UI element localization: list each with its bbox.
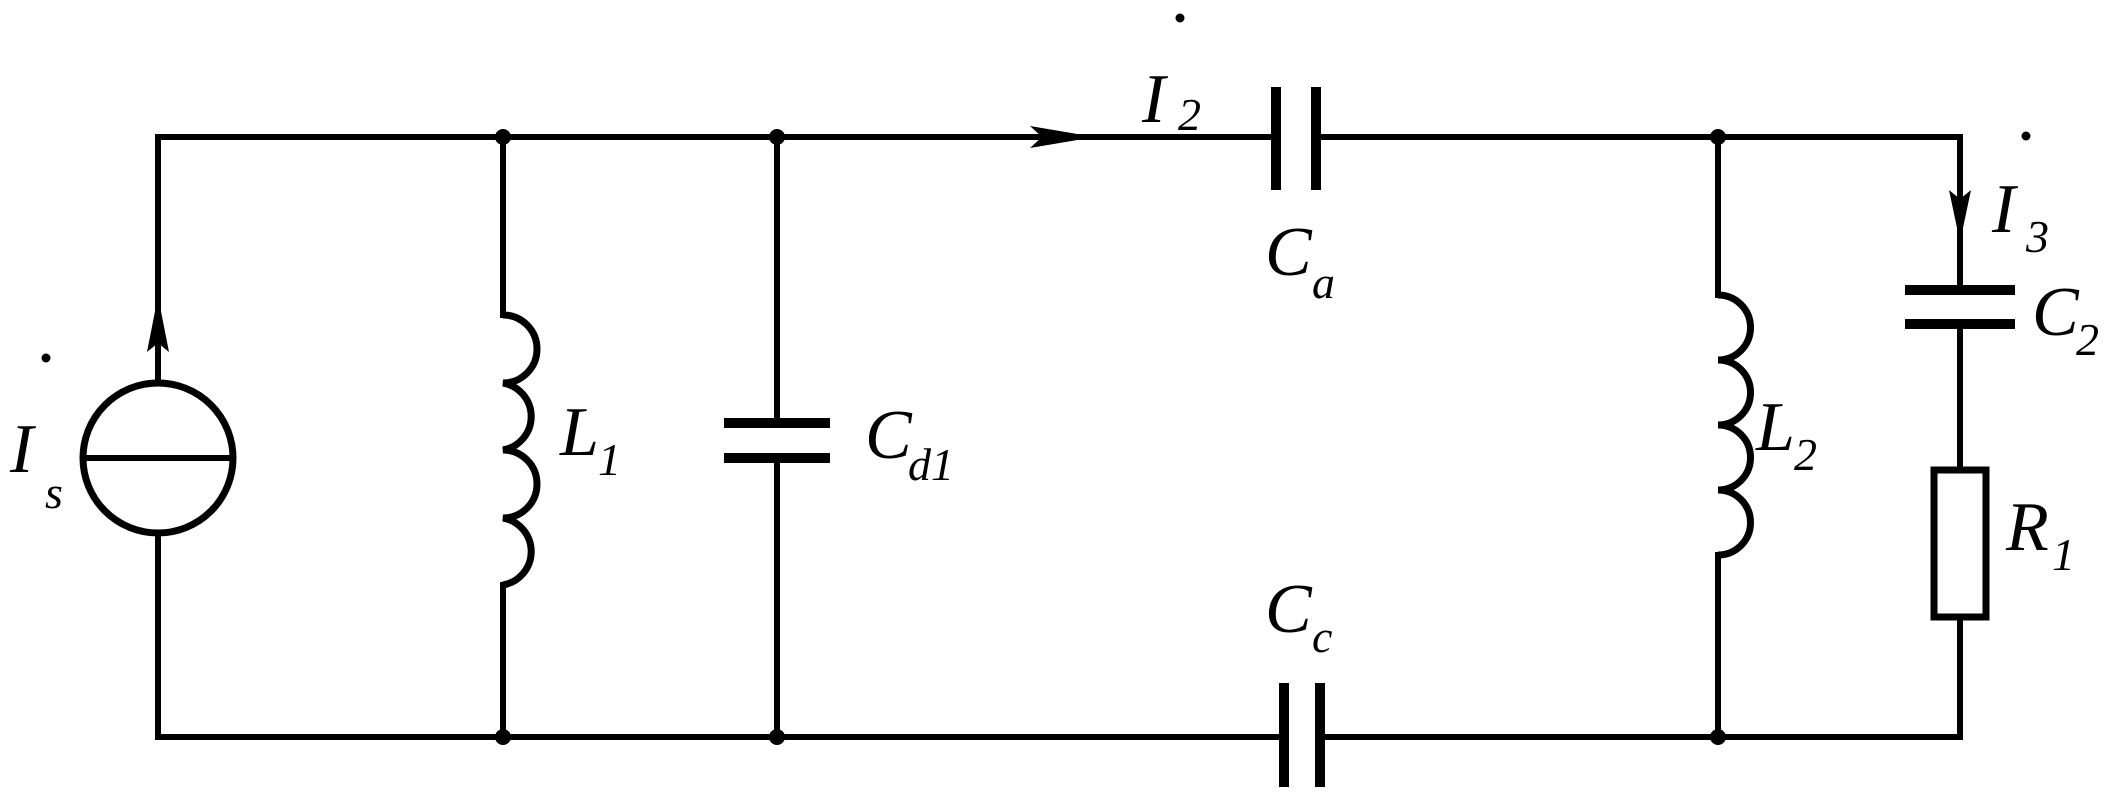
- junction-dot: [495, 129, 511, 145]
- label-main: I: [1141, 61, 1169, 138]
- label-c2: C 2: [2032, 274, 2099, 365]
- label-i3: I 3: [1991, 131, 2049, 262]
- junctions: [495, 129, 1726, 745]
- label-sub: 2: [1794, 429, 1817, 480]
- label-main: C: [865, 397, 913, 474]
- capacitor-cc: [1279, 683, 1325, 787]
- label-sub: 1: [598, 434, 621, 485]
- phasor-dot: [1175, 13, 1185, 23]
- label-sub: 2: [1178, 89, 1201, 140]
- capacitor-ca: [1271, 87, 1321, 190]
- label-i2: I 2: [1141, 13, 1201, 140]
- label-cc: C c: [1265, 571, 1332, 662]
- label-cd1: C d1: [865, 397, 954, 490]
- junction-dot: [769, 729, 785, 745]
- current-arrow-i2-icon: [1030, 126, 1095, 148]
- capacitor-cd1: [724, 418, 830, 463]
- junction-dot: [495, 729, 511, 745]
- inductor-l2: [1717, 291, 1754, 559]
- junction-dot: [1710, 729, 1726, 745]
- wires: [155, 134, 1963, 740]
- label-main: C: [1265, 571, 1313, 648]
- label-main: C: [1265, 214, 1313, 291]
- label-ca: C a: [1265, 214, 1335, 308]
- label-main: C: [2032, 274, 2080, 351]
- label-sub: d1: [908, 439, 954, 490]
- label-main: L: [559, 394, 599, 471]
- label-l1: L 1: [559, 394, 621, 485]
- junction-dot: [1710, 129, 1726, 145]
- label-main: L: [1755, 389, 1795, 466]
- capacitor-c2: [1905, 285, 2015, 329]
- label-r1: R 1: [2005, 489, 2075, 580]
- label-sub: a: [1312, 257, 1335, 308]
- resistor-r1: [1930, 466, 1990, 621]
- inductor-l1: [502, 311, 541, 589]
- label-l2: L 2: [1755, 389, 1817, 480]
- label-sub: 2: [2076, 314, 2099, 365]
- label-sub: 3: [2025, 211, 2049, 262]
- phasor-dot: [41, 353, 51, 363]
- current-source: [79, 296, 237, 537]
- phasor-dot: [2021, 131, 2031, 141]
- junction-dot: [769, 129, 785, 145]
- label-source-current: I s: [9, 353, 63, 518]
- label-sub: s: [45, 467, 63, 518]
- label-sub: 1: [2052, 529, 2075, 580]
- label-sub: c: [1312, 611, 1332, 662]
- label-main: I: [1991, 171, 2019, 248]
- source-arrow-head-icon: [147, 296, 169, 352]
- current-arrow-i3-icon: [1949, 190, 1971, 242]
- label-main: I: [9, 411, 37, 488]
- label-main: R: [2005, 489, 2049, 566]
